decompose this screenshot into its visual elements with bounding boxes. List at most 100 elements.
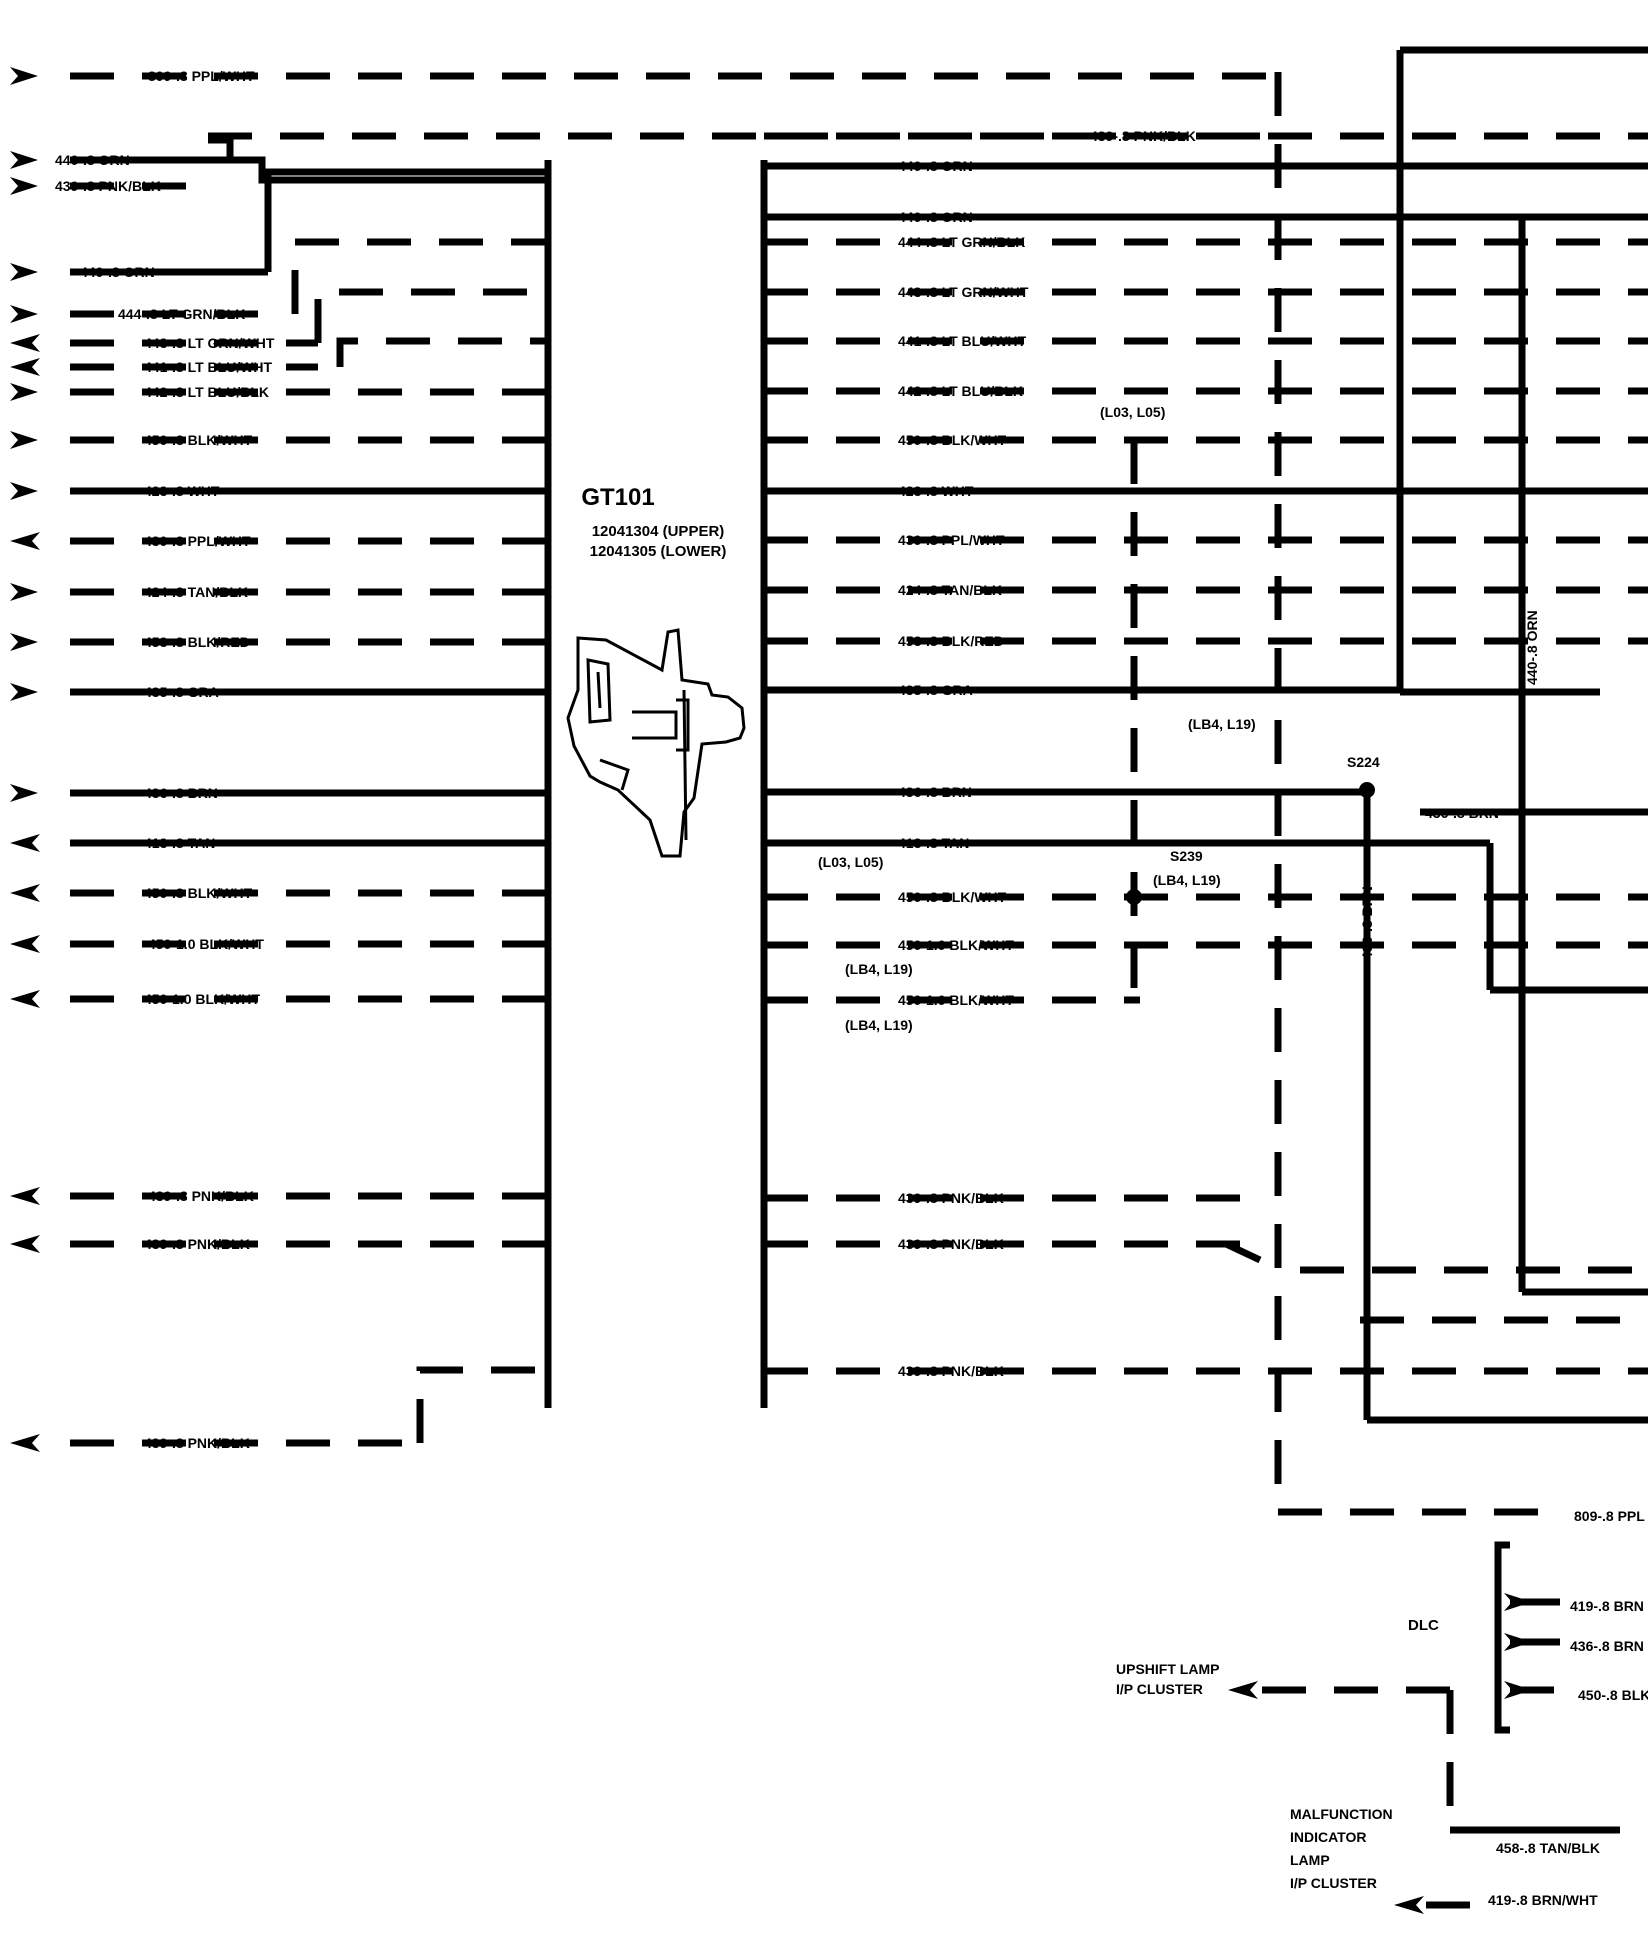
right-wire-label: 430-.8 PPL/WHT [898, 532, 1005, 548]
right-wire-label: 439-.8 PNK/BLK [1090, 128, 1196, 144]
right-wire-label: 450-.8 BLK/WHT [898, 432, 1007, 448]
right-wire-label: 442-.8 LT BLU/BLK [898, 383, 1023, 399]
left-wire-label: 439-.8 PNK/BLK [144, 1435, 250, 1451]
right-wire-label: 413-.8 TAN [898, 835, 969, 851]
arrow-in-icon [10, 431, 38, 449]
left-wire-label: 450-.8 BLK/WHT [144, 885, 253, 901]
left-wire-label: 440-.8 ORN [80, 264, 155, 280]
left-wire-label: 439-.8 PNK/BLK [55, 178, 161, 194]
wire-segment [291, 238, 548, 314]
left-wire-label: 413-.8 TAN [144, 835, 215, 851]
left-wire-label: 423-.8 WHT [144, 483, 220, 499]
wire-label: 809-.8 PPL [1574, 1508, 1645, 1524]
left-wire-label: 450-1.0 BLK/WHT [144, 991, 260, 1007]
option-note: (L03, L05) [1100, 404, 1165, 420]
wire-segment [314, 288, 548, 343]
left-wire-label: 430-.8 PPL/WHT [144, 533, 251, 549]
arrow-in-icon [1504, 1593, 1532, 1611]
option-note: (LB4, L19) [845, 961, 913, 977]
option-note: (LB4, L19) [1153, 872, 1221, 888]
vertical-label-436-brn: 436-.8 BRN [1359, 886, 1375, 960]
right-wire-label: 441-.8 LT BLU/WHT [898, 333, 1027, 349]
connector-part-upper: 12041304 (UPPER) [592, 523, 725, 540]
arrow-out-icon [10, 935, 40, 953]
wire-segment [1224, 1240, 1262, 1264]
arrow-in-icon [10, 305, 38, 323]
right-wire-label: 439-.8 PNK/BLK [898, 1190, 1004, 1206]
arrow-out-icon [10, 358, 40, 376]
arrow-out-icon [10, 1187, 40, 1205]
right-wire-label: 450-1.0 BLK/WHT [898, 992, 1014, 1008]
right-wire-label: 424-.8 TAN/BLK [898, 582, 1002, 598]
gt101-connector: GT101 12041304 (UPPER) 12041305 (LOWER) [566, 484, 746, 858]
splice-s239-label: S239 [1170, 848, 1203, 864]
arrow-out-icon [10, 1434, 40, 1452]
right-wire-label: 450-1.0 BLK/WHT [898, 937, 1014, 953]
vertical-label-440-orn: 440-.8 ORN [1524, 610, 1540, 685]
arrow-in-icon [10, 583, 38, 601]
splice-s239 [1126, 889, 1142, 905]
right-wire-label: 440-.8 ORN [898, 158, 973, 174]
left-wire-label: 443-.8 LT GRN/WHT [144, 335, 275, 351]
wire-label: 458-.8 TAN/BLK [1496, 1840, 1600, 1856]
right-wire-label: 439-.8 PNK/BLK [898, 1363, 1004, 1379]
arrow-in-icon [10, 784, 38, 802]
wire-pnk-route [208, 136, 234, 180]
wire-label: 436-.8 BRN [1425, 805, 1499, 821]
right-wire-label: 444-.8 LT GRN/BLK [898, 234, 1025, 250]
arrow-out-icon [10, 1235, 40, 1253]
arrow-out-icon [10, 334, 40, 352]
mil-label: LAMP [1290, 1852, 1330, 1868]
wire-segment [416, 1366, 548, 1443]
upshift-lamp-label: UPSHIFT LAMP [1116, 1661, 1219, 1677]
arrow-out-icon [10, 990, 40, 1008]
left-wire-label: 441-.8 LT BLU/WHT [144, 359, 273, 375]
arrow-out-icon [1228, 1681, 1258, 1699]
left-wire-label: 442-.8 LT BLU/BLK [144, 384, 269, 400]
left-wire-label: 450-.8 BLK/WHT [144, 432, 253, 448]
arrow-in-icon [10, 482, 38, 500]
dlc-pin: 436-.8 BRN [1570, 1638, 1644, 1654]
left-wire-label: 435-.8 GRA [144, 684, 219, 700]
left-wire-label: 450-1.0 BLK/WHT [148, 936, 264, 952]
connector-name: GT101 [581, 484, 654, 511]
right-wire-label: 440-.8 ORN [898, 209, 973, 225]
left-wire-label: 424-.8 TAN/BLK [144, 584, 248, 600]
wire-orn-route [264, 168, 548, 272]
dlc-pin: 419-.8 BRN [1570, 1598, 1644, 1614]
left-wire-label: 444-.8 LT GRN/BLK [118, 306, 245, 322]
mil-label: I/P CLUSTER [1290, 1875, 1377, 1891]
option-note: (LB4, L19) [845, 1017, 913, 1033]
arrow-in-icon [10, 67, 38, 85]
arrow-in-icon [10, 263, 38, 281]
left-wire-label: 436-.8 BRN [144, 785, 218, 801]
option-note: (LB4, L19) [1188, 716, 1256, 732]
left-wire-label: 439-.8 PNK/BLK [144, 1236, 250, 1252]
connector-part-lower: 12041305 (LOWER) [590, 543, 727, 560]
option-note: (L03, L05) [818, 854, 883, 870]
right-wire-label: 453-.8 BLK/RED [898, 633, 1004, 649]
dlc-title: DLC [1408, 1617, 1439, 1634]
right-wire-label: 436-.8 BRN [898, 784, 972, 800]
arrow-in-icon [10, 177, 38, 195]
arrow-in-icon [10, 383, 38, 401]
arrow-out-icon [10, 532, 40, 550]
arrow-in-icon [10, 633, 38, 651]
left-wire-label: 440-.8 ORN [55, 152, 130, 168]
upshift-cluster-label: I/P CLUSTER [1116, 1681, 1203, 1697]
arrow-out-icon [10, 834, 40, 852]
right-wire-label: 443-.8 LT GRN/WHT [898, 284, 1029, 300]
dlc-bracket [1494, 1541, 1510, 1734]
arrow-in-icon [10, 151, 38, 169]
right-wire-label: 450-.8 BLK/WHT [898, 889, 1007, 905]
left-wire-label: 453-.8 BLK/RED [144, 634, 250, 650]
arrow-in-icon [1504, 1633, 1532, 1651]
wire-label: 419-.8 BRN/WHT [1488, 1892, 1598, 1908]
right-wire-label: 439-.8 PNK/BLK [898, 1236, 1004, 1252]
mil-label: INDICATOR [1290, 1829, 1366, 1845]
right-wire-label: 423-.8 WHT [898, 483, 974, 499]
dlc-pin: 450-.8 BLK [1578, 1687, 1648, 1703]
arrow-in-icon [1504, 1681, 1532, 1699]
mil-label: MALFUNCTION [1290, 1806, 1393, 1822]
